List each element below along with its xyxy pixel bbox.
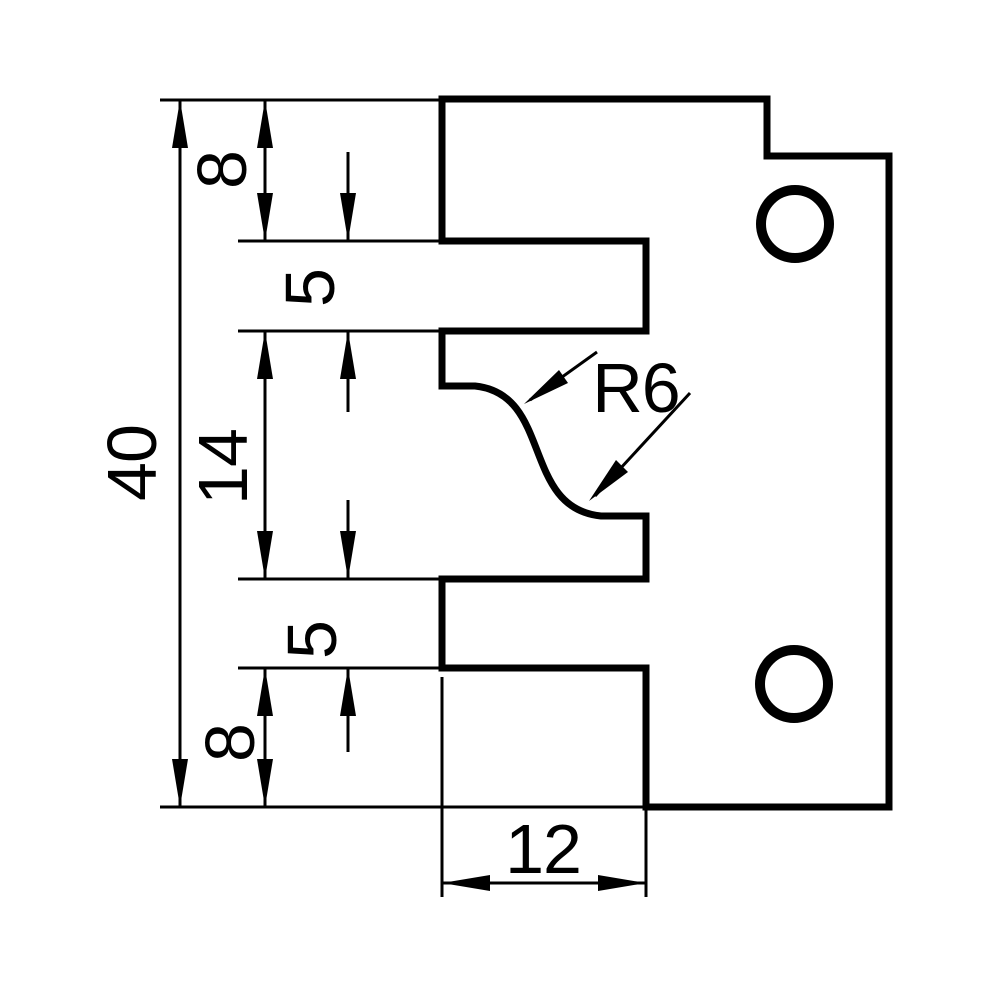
arrow-40-down bbox=[172, 759, 188, 807]
arrow-14-up bbox=[257, 331, 273, 379]
radius-label: R6 bbox=[592, 349, 680, 427]
mounting-hole-bottom-circle bbox=[755, 645, 833, 723]
arrow-12-right bbox=[598, 875, 646, 891]
dim-label-upper-groove: 5 bbox=[271, 269, 349, 307]
dim-label-bottom-segment: 8 bbox=[191, 724, 269, 762]
arrow-8bottom-down bbox=[257, 759, 273, 807]
mounting-hole-top-circle bbox=[756, 185, 834, 263]
arrow-14-down bbox=[257, 531, 273, 579]
dim-label-lower-tongue: 5 bbox=[273, 621, 351, 659]
arrow-8bottom-up bbox=[257, 668, 273, 716]
part-profile bbox=[438, 95, 893, 811]
dimension-arrowheads bbox=[172, 100, 646, 891]
part-outline bbox=[438, 95, 893, 811]
dim-label-top-segment: 8 bbox=[183, 151, 261, 189]
arrow-12-left bbox=[442, 875, 490, 891]
dim-label-middle-segment: 14 bbox=[184, 429, 262, 505]
radius-leader-upper-arrow bbox=[524, 370, 568, 404]
dim-label-bottom-width: 12 bbox=[505, 810, 582, 888]
extension-lines bbox=[160, 98, 648, 897]
arrow-5top-outer-down bbox=[340, 193, 356, 241]
radius-leaders bbox=[524, 350, 692, 501]
arrow-5bottom-outer-up bbox=[340, 668, 356, 716]
radius-leader-lower-arrow bbox=[589, 460, 628, 501]
mounting-hole-top bbox=[756, 185, 834, 263]
arrow-40-up bbox=[172, 100, 188, 148]
arrow-8top-down bbox=[257, 193, 273, 241]
dim-label-overall-height: 40 bbox=[93, 425, 171, 501]
mounting-hole-bottom bbox=[755, 645, 833, 723]
arrow-5bottom-outer-down bbox=[340, 531, 356, 579]
arrow-5top-outer-up bbox=[340, 331, 356, 379]
arrow-8top-up bbox=[257, 100, 273, 148]
